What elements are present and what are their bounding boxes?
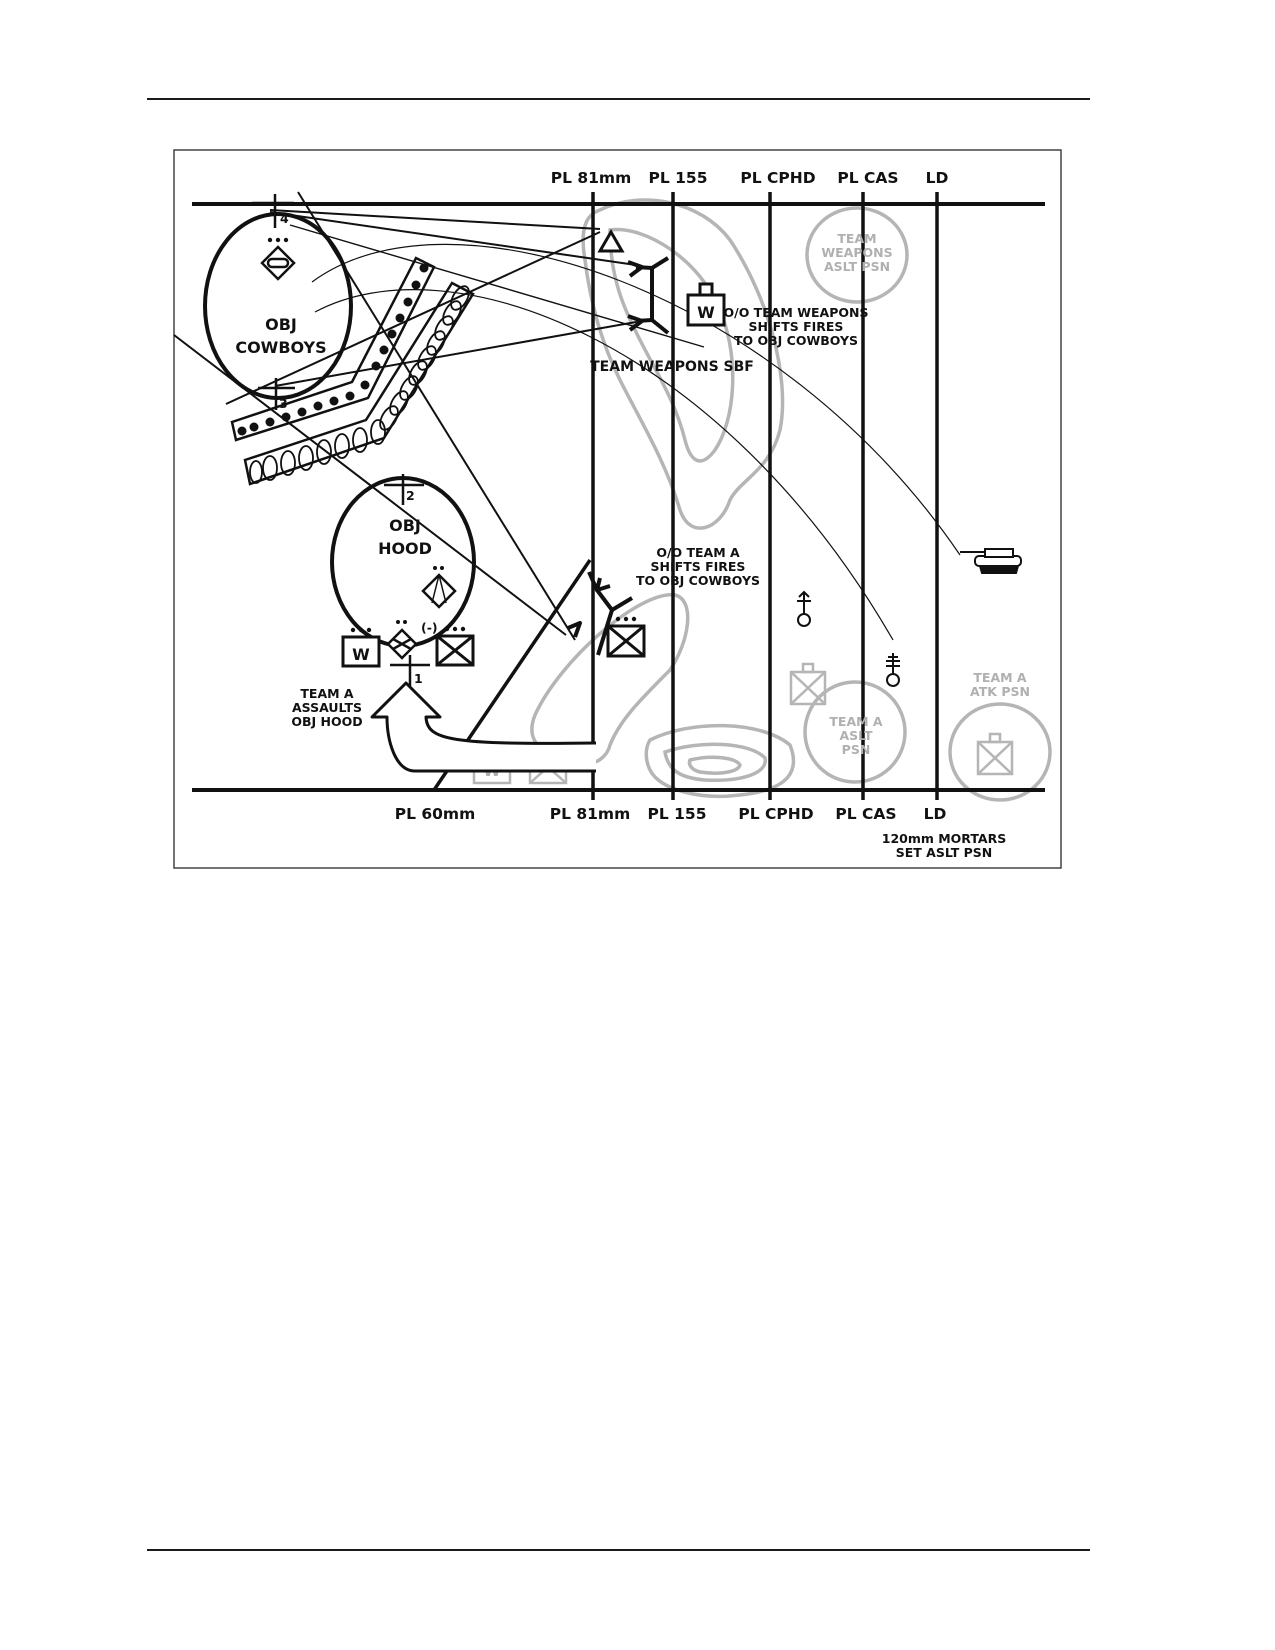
svg-text:ASLT PSN: ASLT PSN — [824, 259, 890, 274]
mortars-label: 120mm MORTARS SET ASLT PSN — [882, 831, 1006, 860]
team-a-atk-psn — [948, 702, 1052, 802]
svg-text:TEAM A: TEAM A — [300, 686, 354, 701]
marker-2: 2 — [406, 488, 415, 503]
team-a-shift-label: O/O TEAM A SHIFTS FIRES TO OBJ COWBOYS — [636, 545, 760, 588]
ship-symbols — [797, 590, 900, 687]
cowboys-armor-symbol — [260, 245, 296, 281]
hood-weapons-dots — [350, 627, 372, 633]
team-weapons-sbf-position — [627, 256, 670, 335]
svg-text:O/O TEAM WEAPONS: O/O TEAM WEAPONS — [724, 305, 869, 320]
fire-lines — [173, 191, 705, 641]
hood-recon-symbol — [421, 573, 457, 609]
hood-weapons-letter: W — [352, 645, 370, 664]
pl-label-top-cas: PL CAS — [837, 169, 898, 187]
cowboys-armor-dots — [267, 237, 289, 243]
phase-line-labels-bottom: PL 60mm PL 81mm PL 155 PL CPHD PL CAS LD — [395, 805, 947, 823]
trajectory-curves — [311, 243, 961, 641]
svg-text:WEAPONS: WEAPONS — [821, 245, 892, 260]
svg-text:TEAM A: TEAM A — [829, 714, 883, 729]
phase-line-labels-top: PL 81mm PL 155 PL CPHD PL CAS LD — [551, 169, 949, 187]
svg-text:ASSAULTS: ASSAULTS — [292, 700, 362, 715]
svg-text:O/O TEAM A: O/O TEAM A — [656, 545, 740, 560]
svg-text:ATK PSN: ATK PSN — [970, 684, 1030, 699]
obj-cowboys-label-2: COWBOYS — [235, 338, 326, 357]
hood-diamond-dots — [396, 620, 407, 624]
tank-icon — [960, 548, 1022, 574]
weapons-platoon-symbol — [686, 282, 726, 327]
hood-diamond-symbol — [386, 628, 418, 660]
team-a-aslt-label: TEAM A ASLT PSN — [829, 714, 883, 757]
grey-unit-symbols — [472, 662, 1014, 785]
team-a-assaults-label: TEAM A ASSAULTS OBJ HOOD — [291, 686, 362, 729]
svg-text:TEAM: TEAM — [837, 231, 876, 246]
svg-text:TEAM A: TEAM A — [973, 670, 1027, 685]
wire-coils — [249, 285, 470, 484]
reduced-marker: (-) — [421, 620, 438, 635]
pl-label-bottom-60mm: PL 60mm — [395, 805, 476, 823]
pl-label-top-ld: LD — [926, 169, 949, 187]
team-a-platoon-symbol — [606, 624, 646, 658]
team-a-aslt-psn — [803, 680, 907, 784]
svg-text:OBJ HOOD: OBJ HOOD — [291, 714, 362, 729]
team-weapons-sbf-label: TEAM WEAPONS SBF — [590, 359, 754, 375]
svg-text:TO OBJ COWBOYS: TO OBJ COWBOYS — [734, 333, 858, 348]
hood-recon-dots — [433, 566, 444, 570]
team-a-atk-label: TEAM A ATK PSN — [970, 670, 1030, 699]
hood-weapons-symbol — [341, 635, 381, 668]
hood-infantry-dots — [444, 626, 466, 632]
marker-4: 4 — [280, 211, 289, 226]
bottom-rule — [147, 1549, 1090, 1551]
obstacle-belts — [230, 256, 475, 486]
svg-text:SHIFTS FIRES: SHIFTS FIRES — [749, 319, 844, 334]
obj-hood-label-1: OBJ — [389, 516, 421, 535]
team-weapons-aslt-label: TEAM WEAPONS ASLT PSN — [821, 231, 892, 274]
pl-label-bottom-81mm: PL 81mm — [550, 805, 631, 823]
pl-label-bottom-cphd: PL CPHD — [738, 805, 813, 823]
marker-3: 3 — [279, 396, 288, 411]
svg-text:TO OBJ COWBOYS: TO OBJ COWBOYS — [636, 573, 760, 588]
weapons-platoon-letter: W — [697, 303, 715, 322]
obj-hood-label-2: HOOD — [378, 539, 432, 558]
team-weapons-shift-label: O/O TEAM WEAPONS SHIFTS FIRES TO OBJ COW… — [724, 305, 869, 348]
phase-lines — [432, 192, 939, 800]
diagram-frame — [173, 149, 1062, 869]
pl-label-bottom-155: PL 155 — [648, 805, 707, 823]
pl-label-top-cphd: PL CPHD — [740, 169, 815, 187]
pl-label-bottom-ld: LD — [924, 805, 947, 823]
team-a-sbf-position — [567, 571, 634, 656]
svg-text:SET ASLT PSN: SET ASLT PSN — [896, 845, 993, 860]
pl-label-bottom-cas: PL CAS — [835, 805, 896, 823]
pl-label-top-81mm: PL 81mm — [551, 169, 632, 187]
top-rule — [147, 98, 1090, 100]
grey-positions — [803, 206, 1052, 802]
team-weapons-aslt-psn — [805, 206, 909, 304]
svg-text:PSN: PSN — [842, 742, 871, 757]
observation-triangle — [597, 229, 625, 253]
checkpoint-markers — [252, 194, 430, 686]
hood-infantry-symbol — [435, 634, 475, 667]
pl-label-top-155: PL 155 — [649, 169, 708, 187]
terrain-contours — [530, 198, 796, 799]
obj-cowboys-label-1: OBJ — [265, 315, 297, 334]
svg-text:ASLT: ASLT — [839, 728, 873, 743]
marker-1: 1 — [414, 671, 423, 686]
svg-text:120mm MORTARS: 120mm MORTARS — [882, 831, 1006, 846]
team-a-platoon-dots — [615, 616, 637, 622]
team-a-assault-arrow — [370, 681, 597, 773]
svg-text:SHIFTS FIRES: SHIFTS FIRES — [651, 559, 746, 574]
